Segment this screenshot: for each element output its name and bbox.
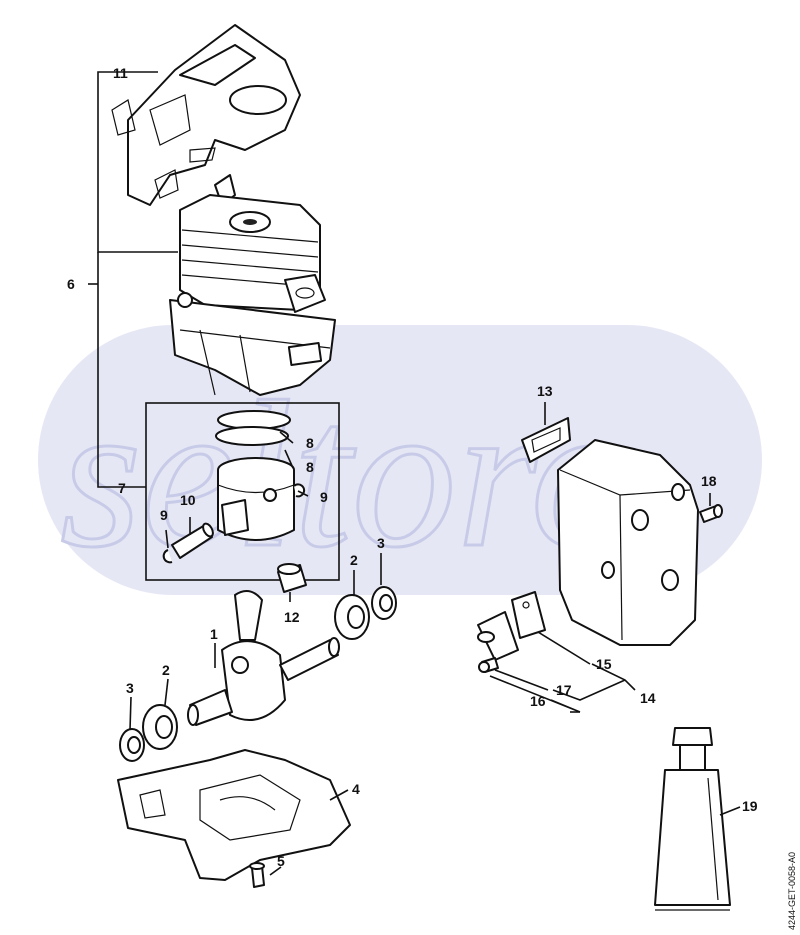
label-6[interactable]: 6 — [67, 276, 75, 292]
label-8a[interactable]: 8 — [306, 435, 314, 451]
screw-part-17[interactable] — [478, 657, 499, 673]
circlip-part-9[interactable] — [162, 483, 306, 564]
label-9b[interactable]: 9 — [160, 507, 168, 523]
label-17[interactable]: 17 — [556, 682, 572, 698]
label-15[interactable]: 15 — [596, 656, 612, 672]
label-2a[interactable]: 2 — [350, 552, 358, 568]
label-1[interactable]: 1 — [210, 626, 218, 642]
label-3b[interactable]: 3 — [126, 680, 134, 696]
label-13[interactable]: 13 — [537, 383, 553, 399]
label-4[interactable]: 4 — [352, 781, 360, 797]
label-16[interactable]: 16 — [530, 693, 546, 709]
screw-part-5[interactable] — [249, 862, 265, 888]
watermark-text: seltoro — [60, 359, 636, 591]
label-19[interactable]: 19 — [742, 798, 758, 814]
muffler-part-14[interactable] — [557, 439, 699, 646]
flange-part-16[interactable] — [477, 611, 519, 661]
crankcase-part-4[interactable] — [117, 749, 351, 881]
label-9a[interactable]: 9 — [320, 489, 328, 505]
label-8b[interactable]: 8 — [306, 459, 314, 475]
leader-lines — [88, 71, 741, 876]
label-18[interactable]: 18 — [701, 473, 717, 489]
piston-rings-part-8[interactable] — [215, 410, 291, 446]
label-5[interactable]: 5 — [277, 853, 285, 869]
gasket-part-15[interactable] — [511, 591, 546, 639]
label-11[interactable]: 11 — [113, 65, 128, 81]
shroud-part-11[interactable] — [111, 24, 301, 206]
gasket-part-13[interactable] — [521, 417, 571, 463]
label-7[interactable]: 7 — [118, 480, 126, 496]
label-2b[interactable]: 2 — [162, 662, 170, 678]
cylinder-part-6[interactable] — [169, 174, 336, 396]
needle-cage-part-12[interactable] — [277, 563, 307, 593]
label-10[interactable]: 10 — [180, 492, 196, 508]
crankshaft-part-1[interactable] — [187, 590, 340, 726]
label-12[interactable]: 12 — [284, 609, 300, 625]
label-3a[interactable]: 3 — [377, 535, 385, 551]
oil-seal-part-3[interactable] — [119, 586, 397, 762]
piston-pin-part-10[interactable] — [171, 522, 215, 559]
label-14[interactable]: 14 — [640, 690, 656, 706]
piston-part-7[interactable] — [217, 457, 295, 541]
screw-part-18[interactable] — [699, 504, 723, 523]
ball-bearing-part-2[interactable] — [142, 594, 370, 750]
grease-tube-part-19[interactable] — [654, 727, 731, 911]
part-labels: 11 6 7 8 8 9 10 9 12 2 3 1 2 3 4 5 13 18… — [67, 65, 758, 869]
piston-set-box-part-7 — [145, 402, 340, 581]
document-code: 4244-GET-0058-A0 — [787, 852, 797, 930]
